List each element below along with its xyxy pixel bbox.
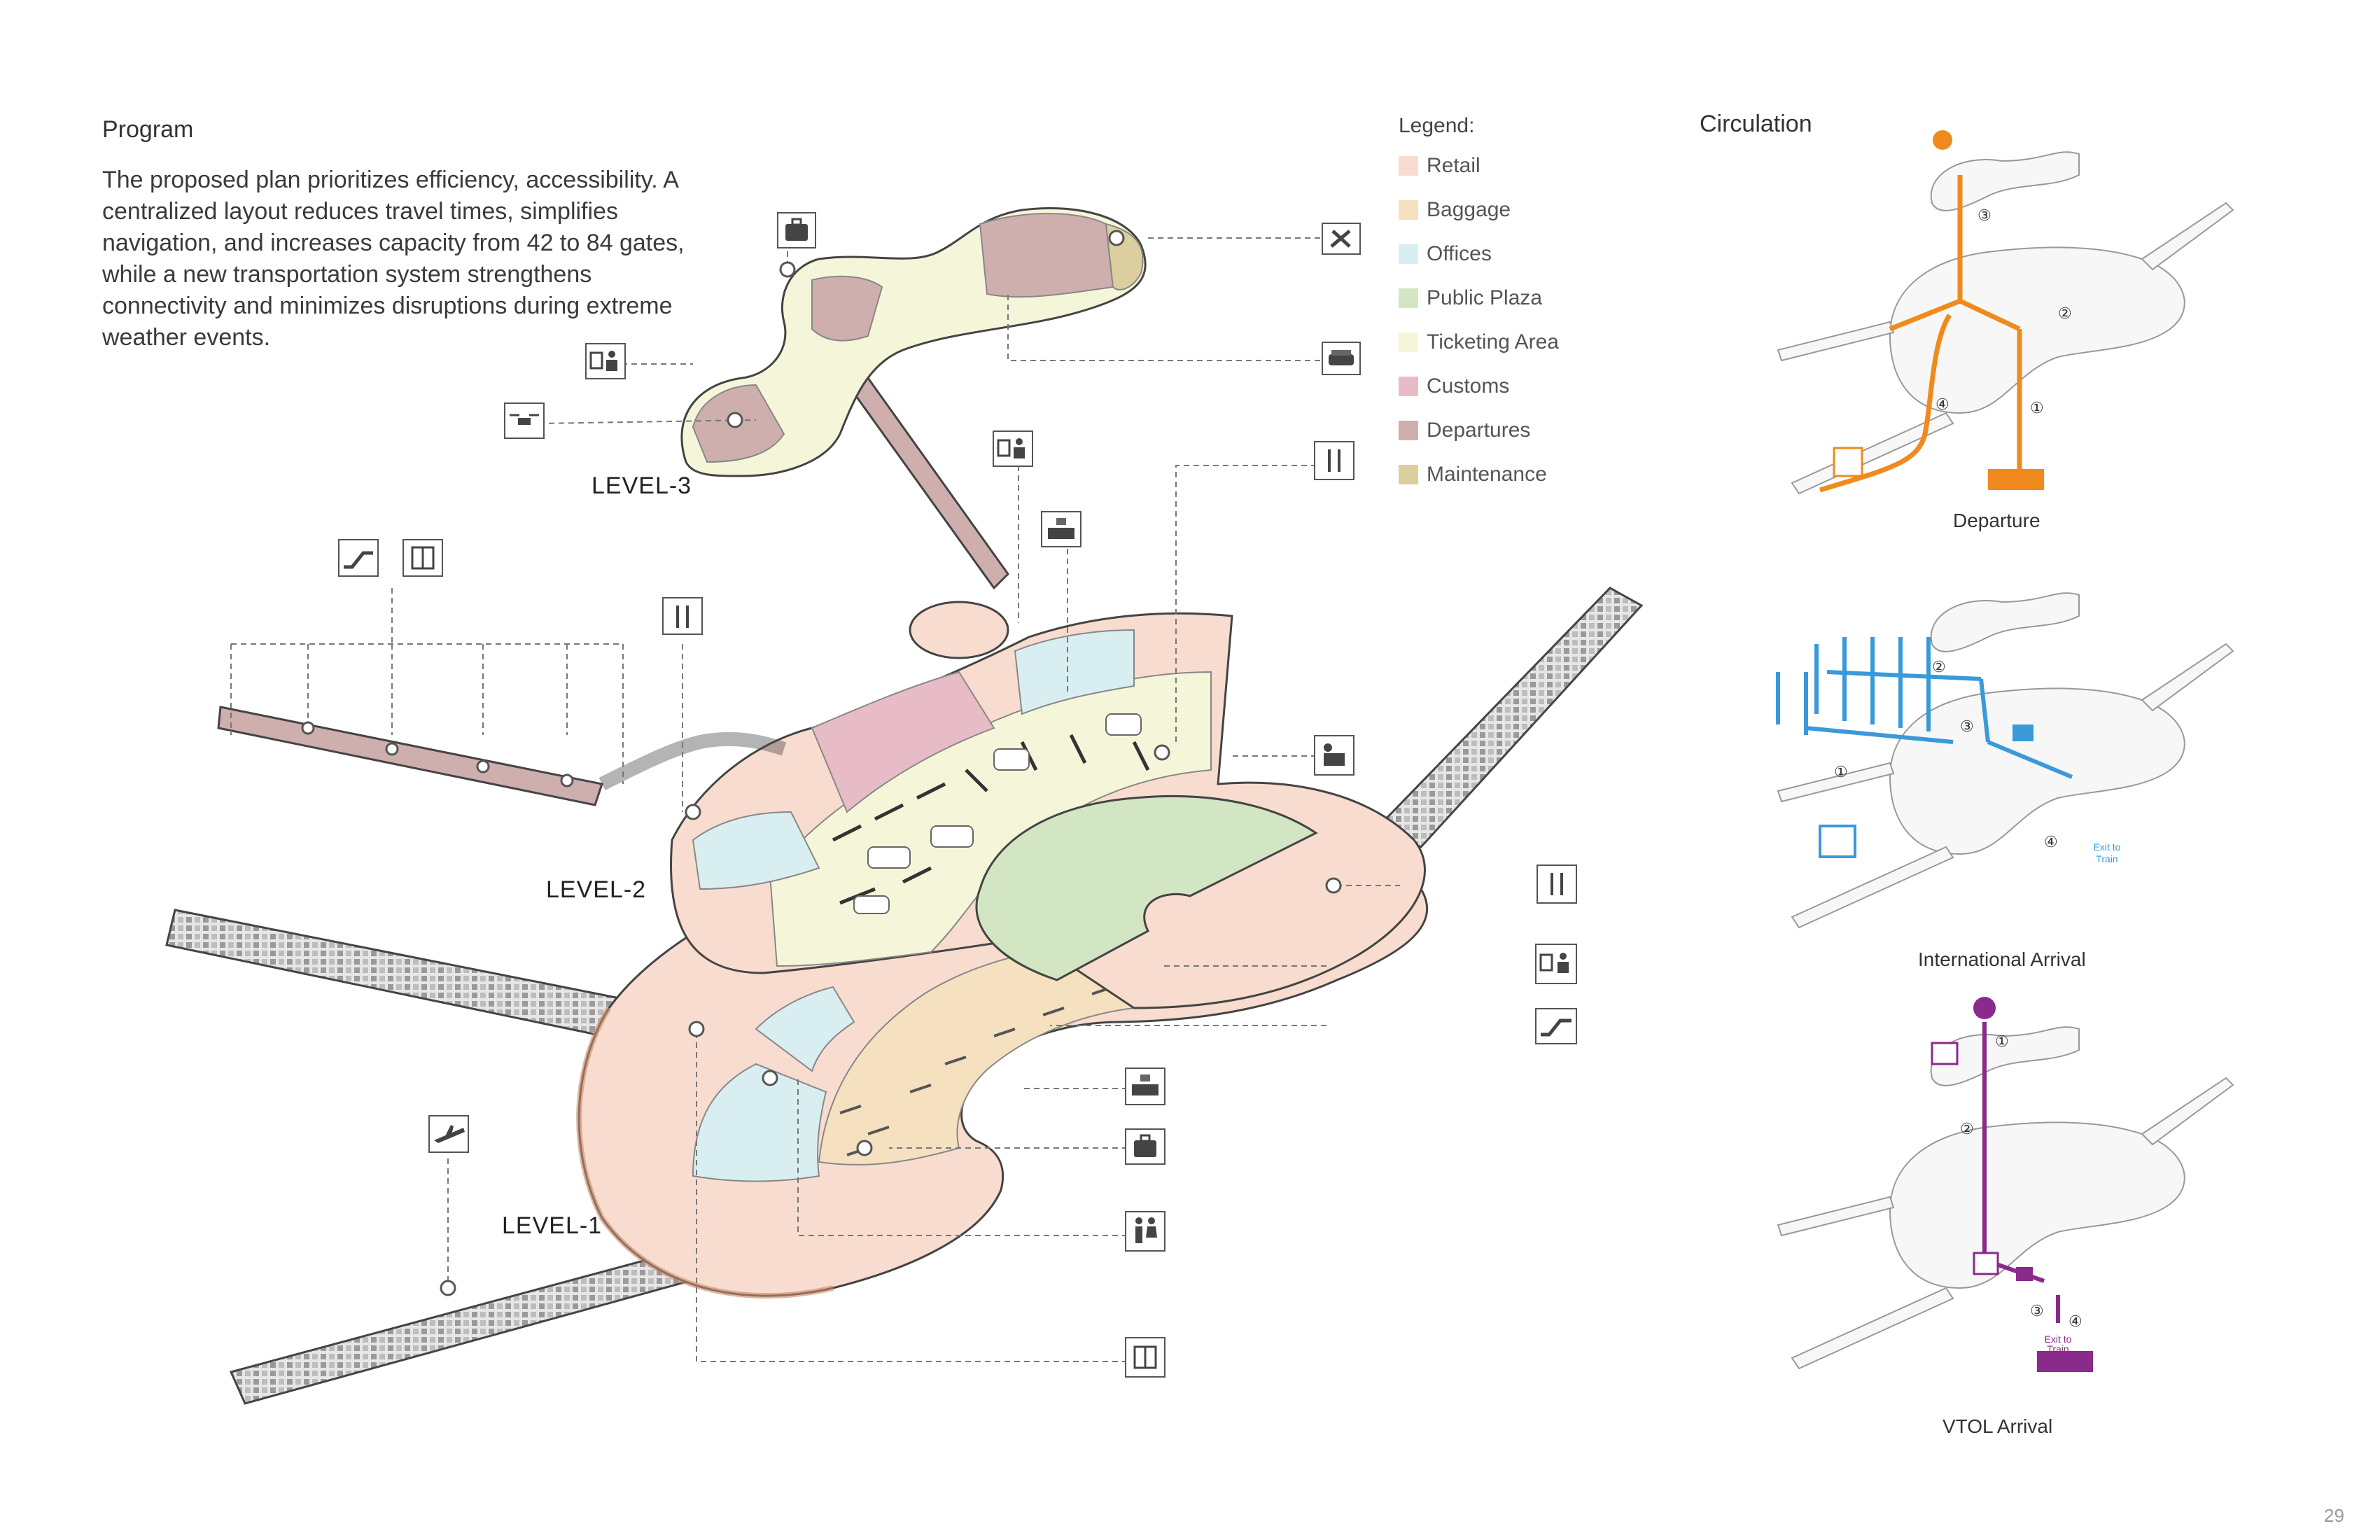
elevator-icon [402, 539, 443, 577]
level-3-plan [680, 207, 1147, 477]
legend-swatch [1399, 377, 1418, 396]
security-check-icon [1535, 944, 1577, 984]
legend: Legend: Retail Baggage Offices Public Pl… [1399, 114, 1559, 505]
level-2-label: LEVEL-2 [546, 876, 647, 903]
legend-label: Baggage [1427, 198, 1511, 221]
leader-lines [230, 237, 1400, 1362]
offices-zone-level-2-north [1014, 629, 1135, 715]
legend-label: Retail [1427, 154, 1480, 177]
suitcase-icon [777, 212, 816, 248]
suitcase-icon [1125, 1128, 1166, 1165]
vtol-step-2: ② [1960, 1120, 1974, 1138]
vtol-step-1: ① [1995, 1032, 2009, 1050]
baggage-zone [818, 940, 1135, 1166]
departure-circulation-diagram: ③ ② ① ④ [1777, 130, 2234, 495]
pier-east [1377, 587, 1644, 848]
vtol-arrival-circulation-diagram: Exit to Train ① ② ③ ④ [1777, 997, 2234, 1372]
departures-zone-level-3-mid [811, 275, 883, 342]
international-exit-line-2: Train [2096, 853, 2118, 864]
circulation-title: Circulation [1700, 111, 1812, 137]
legend-label: Maintenance [1427, 463, 1547, 486]
legend-item-baggage: Baggage [1399, 196, 1559, 224]
security-check-icon [585, 343, 626, 379]
sofa-icon [1322, 342, 1361, 375]
check-in-counter-icon [1314, 735, 1354, 776]
security-lanes [853, 713, 1142, 914]
vtol-step-3: ③ [2030, 1302, 2044, 1320]
escalator-icon [1535, 1008, 1577, 1044]
vtol-arrival-caption: VTOL Arrival [1942, 1415, 2053, 1437]
legend-item-customs: Customs [1399, 372, 1559, 400]
level-2-plan [217, 587, 1644, 1009]
offices-zone [692, 1063, 827, 1182]
departure-step-2: ② [2058, 304, 2072, 322]
legend-swatch [1399, 156, 1418, 176]
security-check-icon [993, 430, 1033, 467]
dining-icon [1314, 441, 1354, 480]
bridge-landing [909, 601, 1009, 659]
bridge-west [598, 732, 787, 790]
legend-item-public-plaza: Public Plaza [1399, 284, 1559, 312]
international-arrival-circulation-diagram: Exit to Train ① ② ③ ④ [1776, 592, 2234, 929]
restroom-icon [1125, 1211, 1166, 1252]
marker-dots [301, 230, 1342, 1296]
tools-icon [1322, 223, 1361, 255]
vtol-exit-line-2: Train [2047, 1343, 2068, 1354]
legend-item-retail: Retail [1399, 152, 1559, 180]
dining-icon [662, 597, 703, 635]
departure-step-1: ① [2030, 399, 2044, 416]
offices-zone-level-2 [692, 811, 820, 890]
escalator-icon [338, 539, 379, 577]
international-exit-line-1: Exit to [2094, 841, 2121, 853]
legend-swatch [1399, 332, 1418, 352]
international-step-2: ② [1932, 658, 1946, 676]
info-desk-icon [1041, 511, 1082, 547]
customs-zone [811, 671, 995, 813]
departure-step-3: ③ [1977, 206, 1991, 224]
info-desk-icon [1125, 1068, 1166, 1105]
legend-swatch [1399, 244, 1418, 264]
international-arrival-caption: International Arrival [1918, 948, 2086, 970]
legend-title: Legend: [1399, 114, 1475, 137]
concourse-northwest [217, 706, 603, 806]
legend-swatch [1399, 288, 1418, 308]
public-plaza-zone [975, 794, 1318, 981]
legend-item-maintenance: Maintenance [1399, 461, 1559, 489]
pier-west [165, 909, 617, 1037]
program-title: Program [102, 116, 194, 143]
legend-swatch [1399, 421, 1418, 440]
dining-icon [1536, 864, 1577, 904]
pier-southwest [229, 1252, 692, 1405]
page-number: 29 [2324, 1505, 2344, 1526]
legend-item-offices: Offices [1399, 240, 1559, 268]
elevator-icon [1125, 1337, 1166, 1378]
legend-swatch [1399, 465, 1418, 484]
vtol-step-4: ④ [2068, 1312, 2082, 1330]
legend-label: Customs [1427, 374, 1510, 398]
departure-caption: Departure [1953, 510, 2040, 531]
legend-label: Ticketing Area [1427, 330, 1559, 354]
departures-zone-level-3 [979, 213, 1114, 298]
main-axonometric-diagram [165, 207, 1644, 1405]
legend-item-departures: Departures [1399, 416, 1559, 444]
legend-item-ticketing: Ticketing Area [1399, 328, 1559, 356]
level-1-label: LEVEL-1 [502, 1212, 603, 1239]
international-step-4: ④ [2044, 833, 2058, 850]
offices-zone-upper [755, 986, 855, 1072]
international-step-1: ① [1834, 763, 1848, 780]
legend-label: Offices [1427, 242, 1492, 265]
international-step-3: ③ [1960, 718, 1974, 735]
legend-label: Departures [1427, 419, 1531, 442]
legend-swatch [1399, 200, 1418, 220]
plane-departure-icon [428, 1115, 469, 1153]
program-description: The proposed plan prioritizes efficiency… [102, 167, 685, 351]
departure-step-4: ④ [1935, 396, 1949, 413]
legend-label: Public Plaza [1427, 286, 1543, 309]
drone-icon [504, 402, 545, 439]
level-3-label: LEVEL-3 [592, 472, 692, 499]
vtol-exit-line-1: Exit to [2045, 1334, 2072, 1345]
